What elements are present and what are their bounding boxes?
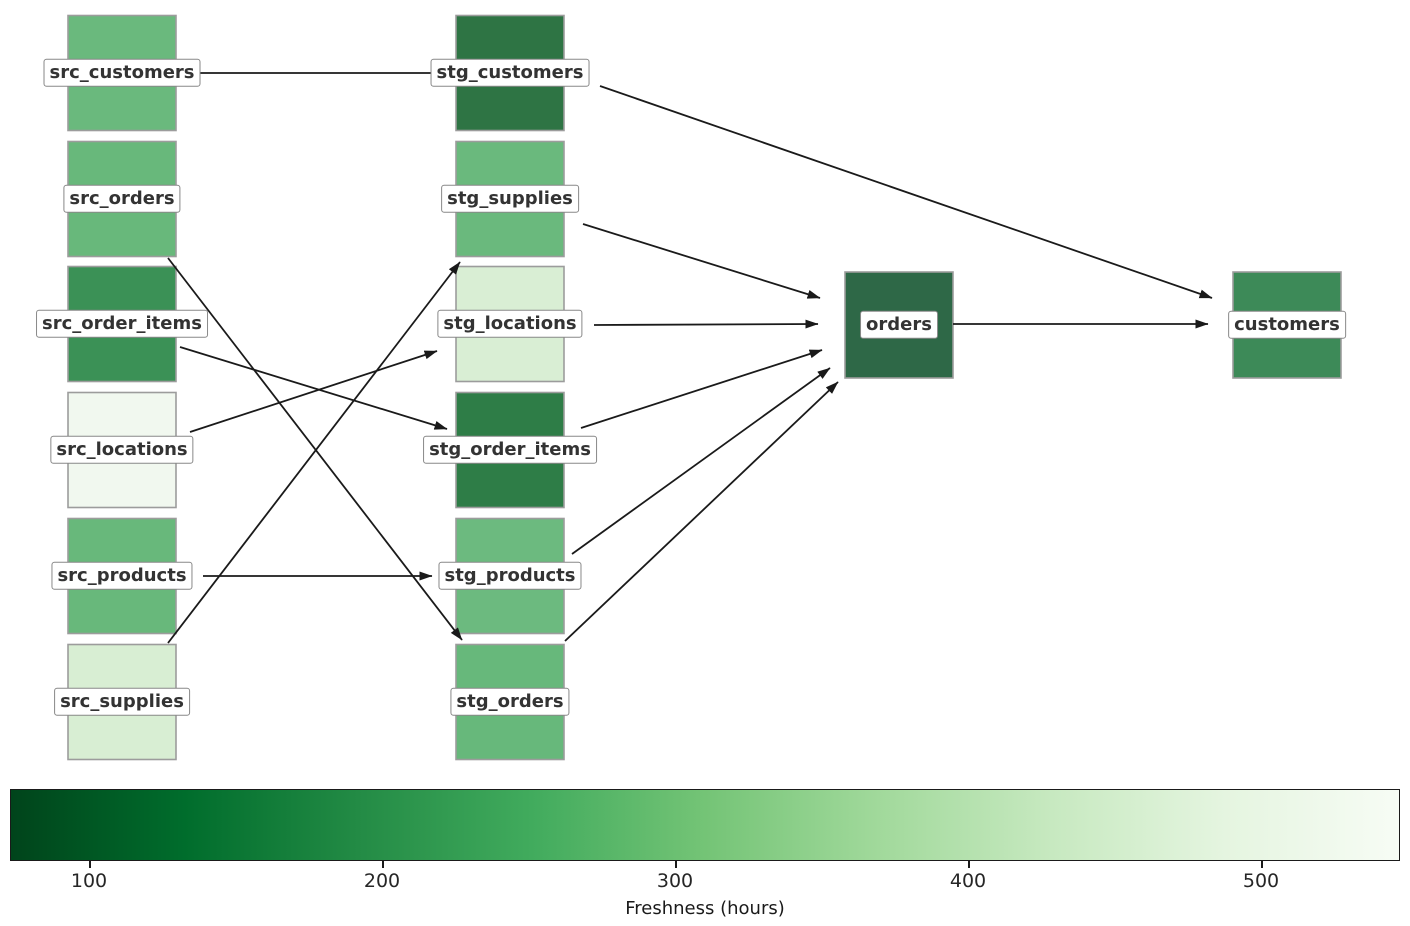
node-rect-src_order_items bbox=[67, 265, 177, 383]
edge-stg_customers-to-customers bbox=[599, 85, 1213, 299]
edge-src_orders-to-stg_orders bbox=[167, 257, 463, 641]
colorbar-gradient bbox=[10, 789, 1400, 861]
node-rect-src_products bbox=[67, 517, 177, 635]
node-rect-src_orders bbox=[67, 140, 177, 258]
edge-stg_products-to-orders bbox=[571, 367, 831, 555]
colorbar-tick-label-400: 400 bbox=[949, 870, 987, 892]
edge-stg_order_items-to-orders bbox=[580, 349, 823, 429]
edge-src_supplies-to-stg_supplies bbox=[167, 261, 461, 644]
node-rect-src_customers bbox=[67, 14, 177, 132]
edge-src_locations-to-stg_locations bbox=[189, 350, 438, 433]
node-rect-stg_customers bbox=[455, 14, 565, 132]
edge-stg_locations-to-orders bbox=[593, 319, 819, 329]
node-rect-stg_supplies bbox=[455, 140, 565, 258]
colorbar-axis-label: Freshness (hours) bbox=[625, 898, 785, 919]
colorbar-tick-mark-400 bbox=[968, 861, 970, 868]
edge-lines-layer bbox=[167, 68, 1213, 644]
node-rect-stg_products bbox=[455, 517, 565, 635]
colorbar-tick-mark-200 bbox=[382, 861, 384, 868]
node-rect-stg_locations bbox=[455, 265, 565, 383]
node-rect-stg_order_items bbox=[455, 391, 565, 509]
edge-stg_supplies-to-orders bbox=[582, 223, 821, 299]
colorbar-tick-mark-100 bbox=[89, 861, 91, 868]
node-rect-src_locations bbox=[67, 391, 177, 509]
node-rect-stg_orders bbox=[455, 643, 565, 761]
edge-stg_orders-to-orders bbox=[564, 381, 839, 642]
colorbar-tick-label-100: 100 bbox=[70, 870, 108, 892]
colorbar-tick-label-300: 300 bbox=[656, 870, 694, 892]
node-rect-src_supplies bbox=[67, 643, 177, 761]
node-rect-orders bbox=[844, 271, 954, 379]
colorbar-tick-mark-300 bbox=[675, 861, 677, 868]
colorbar-tick-label-500: 500 bbox=[1242, 870, 1280, 892]
colorbar-tick-label-200: 200 bbox=[363, 870, 401, 892]
colorbar-tick-mark-500 bbox=[1261, 861, 1263, 868]
edge-src_order_items-to-stg_order_items bbox=[179, 346, 448, 430]
node-rect-customers bbox=[1232, 271, 1342, 379]
